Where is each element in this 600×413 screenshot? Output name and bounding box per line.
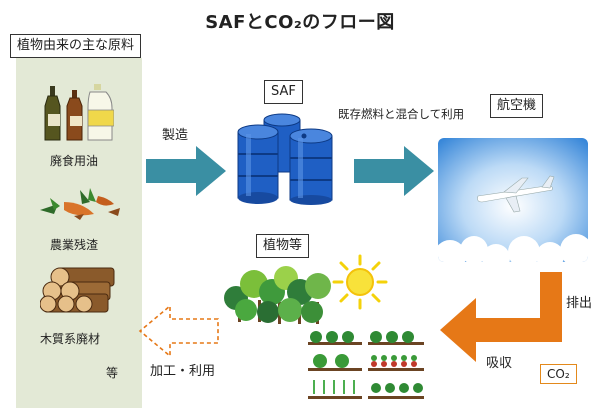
blend-arrow bbox=[354, 146, 436, 196]
saf-label: SAF bbox=[264, 80, 303, 104]
oil-bottles-icon bbox=[42, 84, 114, 142]
forest-icon bbox=[224, 262, 334, 334]
feedstock-item-waste-oil: 廃食用油 bbox=[50, 154, 99, 168]
vegetable-field-icon bbox=[306, 328, 426, 408]
co2-label: CO₂ bbox=[540, 364, 577, 384]
feedstock-etc: 等 bbox=[106, 366, 119, 380]
plants-label: 植物等 bbox=[256, 234, 310, 258]
blend-label: 既存燃料と混合して利用 bbox=[338, 107, 465, 121]
processing-arrow bbox=[138, 306, 220, 356]
feedstock-header: 植物由来の主な原料 bbox=[10, 34, 142, 58]
wood-logs-icon bbox=[40, 264, 124, 314]
manufacture-label: 製造 bbox=[162, 128, 189, 143]
aircraft-label: 航空機 bbox=[490, 94, 544, 118]
emission-label: 排出 bbox=[566, 296, 593, 311]
sun-icon bbox=[330, 254, 390, 310]
feedstock-item-agri-residue: 農業残渣 bbox=[50, 238, 99, 252]
feedstock-item-wood-waste: 木質系廃材 bbox=[40, 332, 101, 346]
fuel-drums-icon bbox=[234, 112, 346, 206]
processing-label: 加工・利用 bbox=[150, 364, 216, 379]
agricultural-residue-icon bbox=[34, 180, 126, 224]
sky-airplane-image bbox=[438, 138, 588, 262]
diagram-title: SAFとCO₂のフロー図 bbox=[205, 12, 395, 33]
co2-cycle-arrow bbox=[440, 272, 564, 364]
manufacture-arrow bbox=[146, 146, 228, 196]
airplane-icon bbox=[477, 175, 555, 213]
absorption-label: 吸収 bbox=[486, 356, 513, 371]
